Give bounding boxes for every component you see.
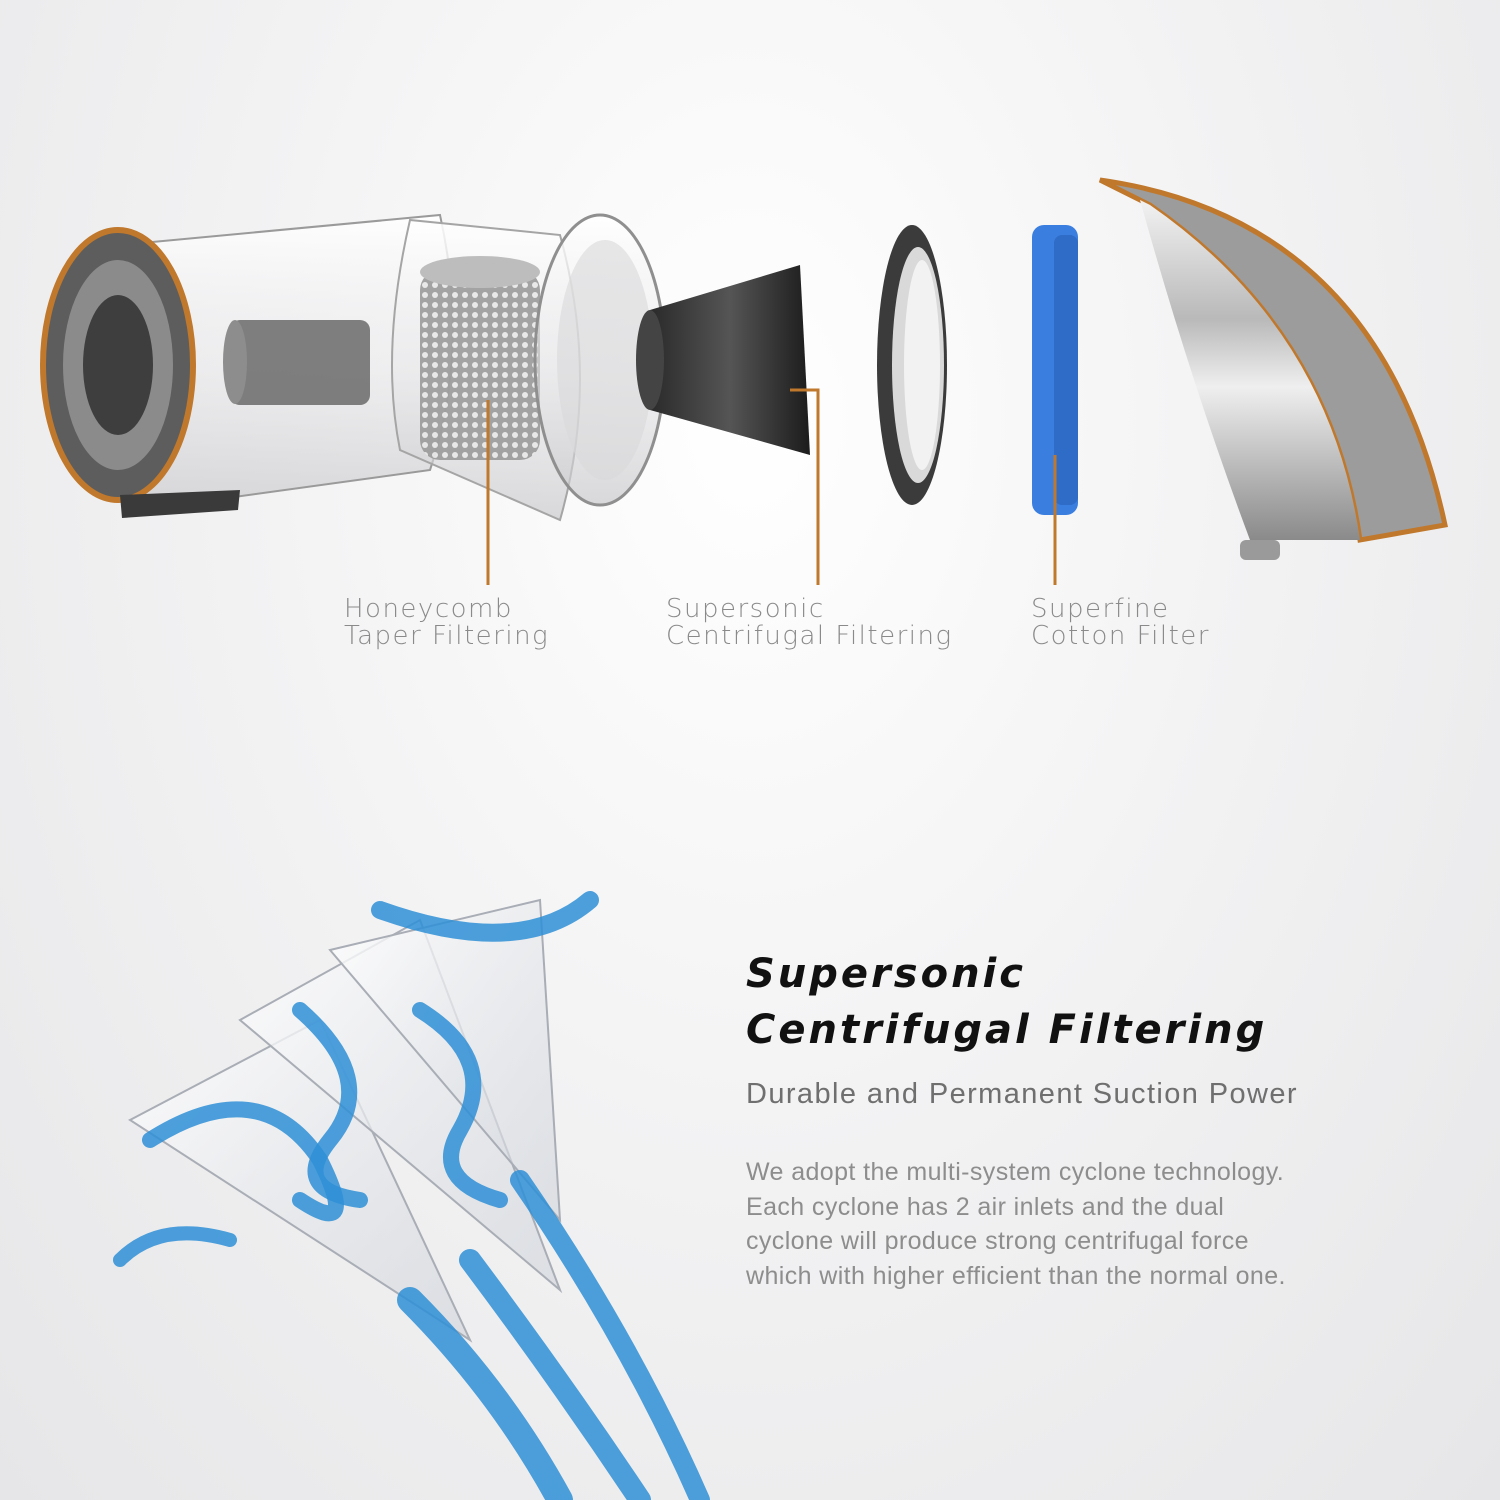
honeycomb-mesh-part bbox=[391, 218, 581, 522]
callout-lines bbox=[486, 388, 1057, 585]
dust-bin-part bbox=[40, 213, 454, 518]
label-line: Centrifugal Filtering bbox=[666, 621, 953, 651]
description-line: We adopt the multi-system cyclone techno… bbox=[746, 1158, 1285, 1186]
label-honeycomb-taper-filtering: Honeycomb Taper Filtering bbox=[344, 596, 549, 650]
feature-description: We adopt the multi-system cyclone techno… bbox=[746, 1155, 1446, 1293]
airflow-streams bbox=[113, 891, 710, 1500]
cotton-filter-part bbox=[1032, 225, 1078, 515]
label-line: Honeycomb bbox=[344, 594, 513, 624]
feature-title-line: Centrifugal Filtering bbox=[746, 1007, 1268, 1053]
label-line: Taper Filtering bbox=[344, 621, 550, 651]
feature-title-line: Supersonic bbox=[746, 951, 1026, 997]
label-line: Supersonic bbox=[666, 594, 825, 624]
label-line: Superfine bbox=[1031, 594, 1170, 624]
feature-title: Supersonic Centrifugal Filtering bbox=[746, 946, 1267, 1058]
filter-housing-part bbox=[877, 225, 947, 505]
feature-subtitle: Durable and Permanent Suction Power bbox=[746, 1078, 1298, 1110]
label-line: Cotton Filter bbox=[1031, 621, 1210, 651]
label-superfine-cotton-filter: Superfine Cotton Filter bbox=[1031, 596, 1210, 650]
handle-cover-part bbox=[1098, 177, 1448, 560]
description-line: cyclone will produce strong centrifugal … bbox=[746, 1227, 1249, 1255]
callout-line-supersonic bbox=[790, 388, 820, 585]
cyclone-cap-part bbox=[533, 213, 810, 507]
label-supersonic-centrifugal-filtering: Supersonic Centrifugal Filtering bbox=[666, 596, 953, 650]
description-line: Each cyclone has 2 air inlets and the du… bbox=[746, 1192, 1225, 1221]
description-line: which with higher efficient than the nor… bbox=[746, 1261, 1286, 1290]
